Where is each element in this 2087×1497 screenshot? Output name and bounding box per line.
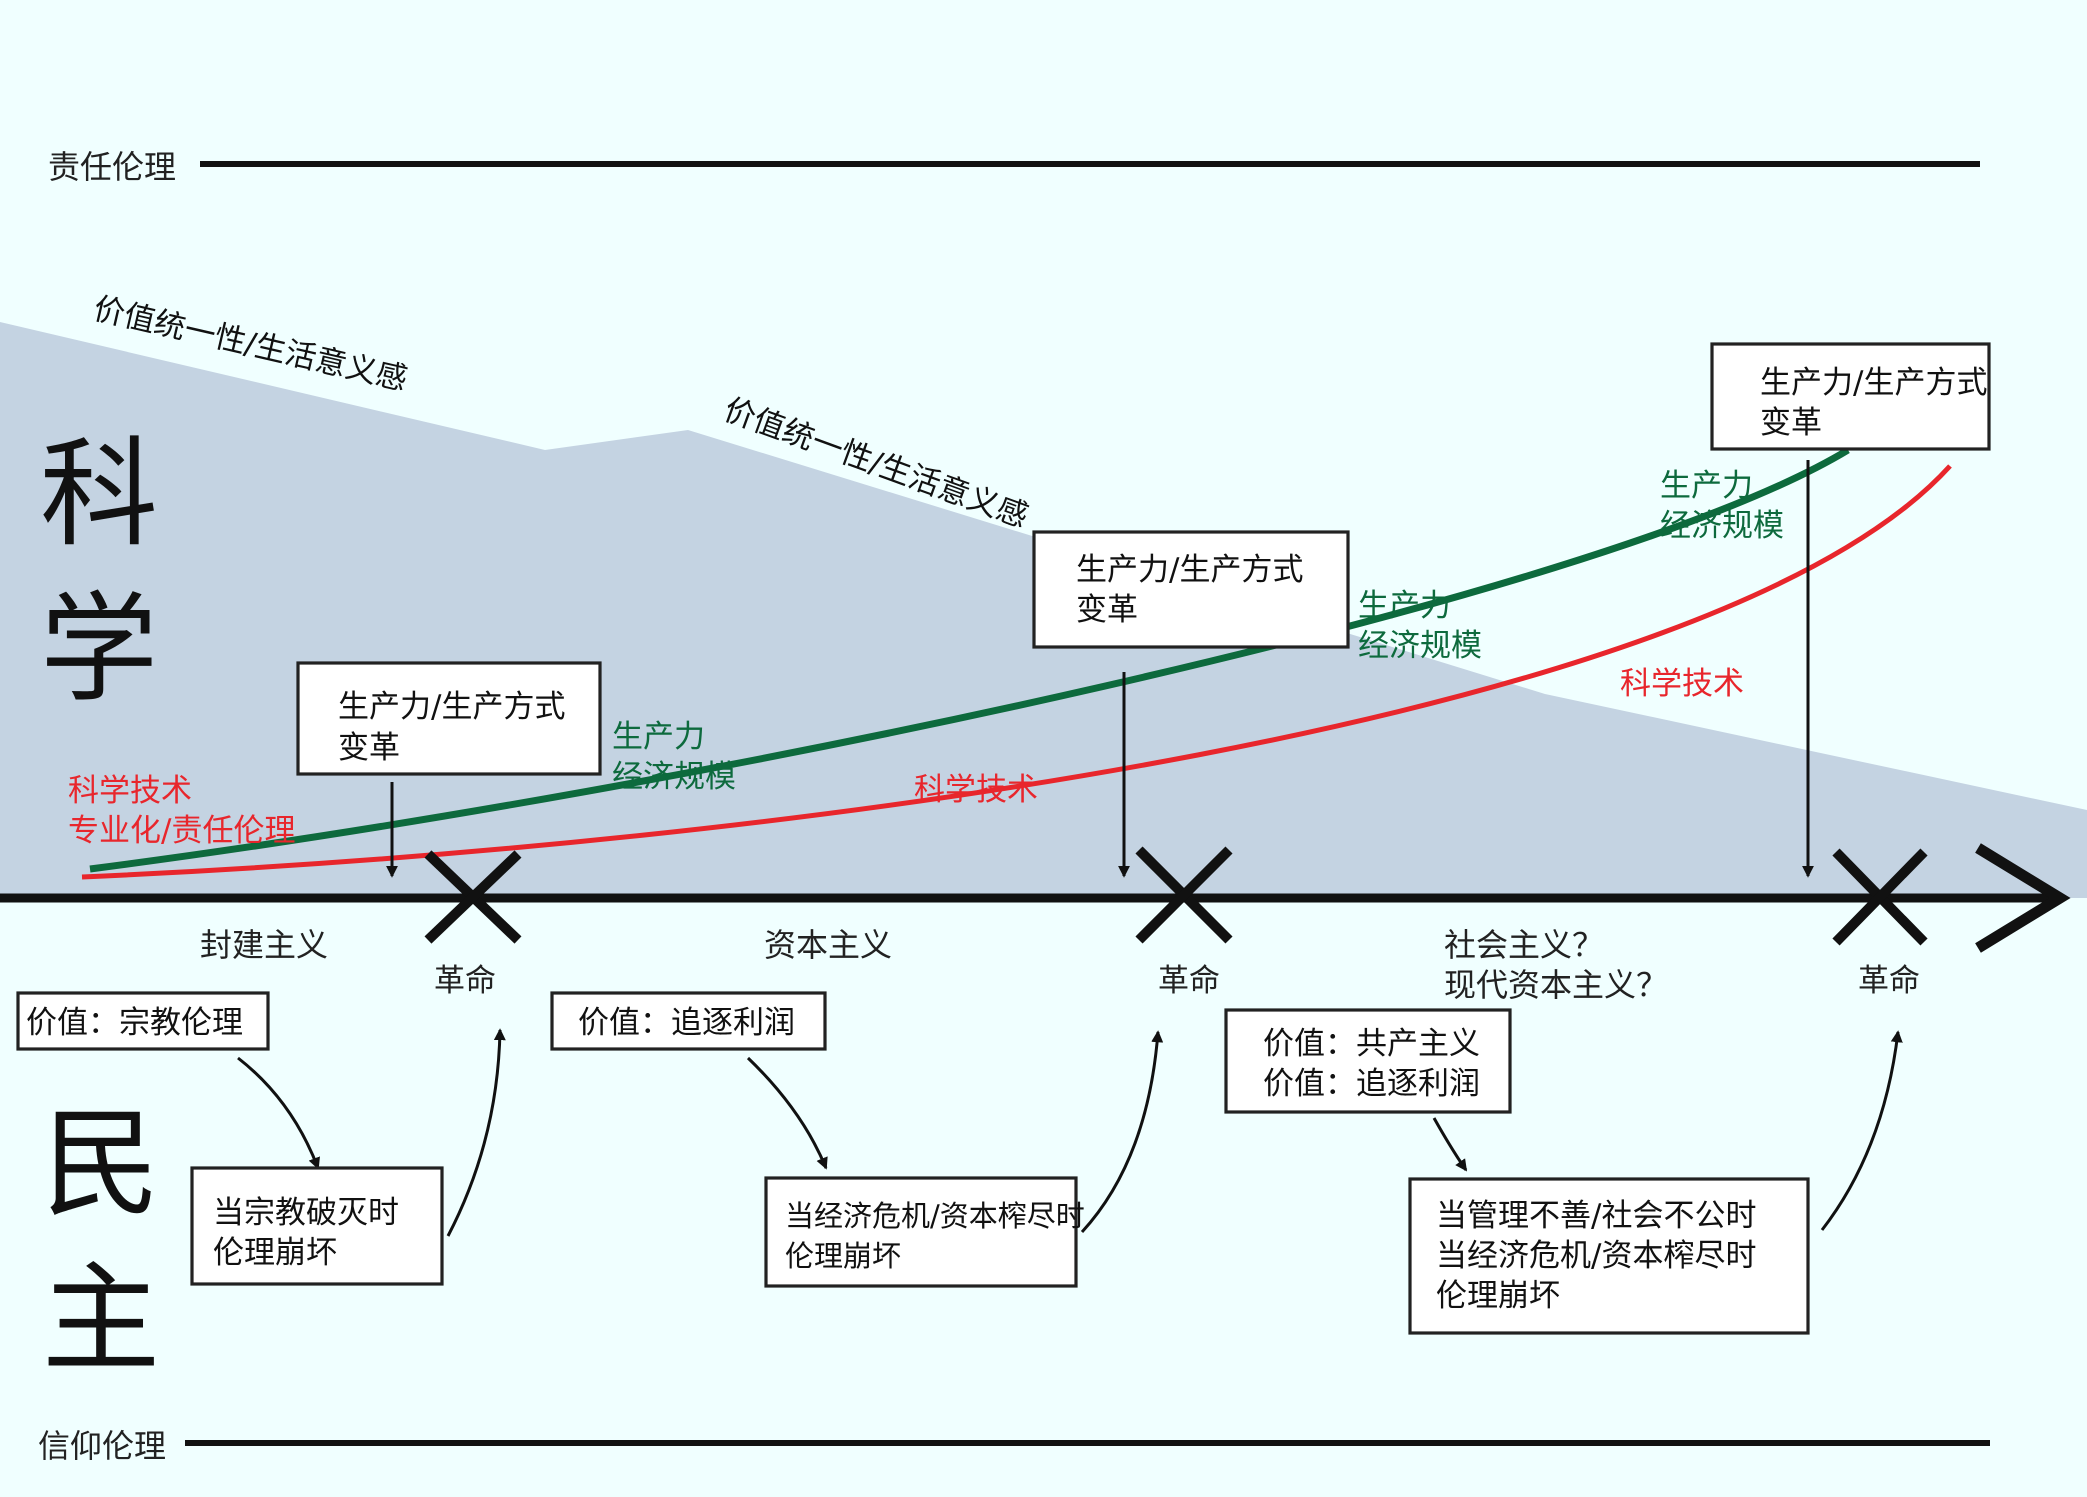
collapse-box-1: 当宗教破灭时 伦理崩坏 bbox=[190, 1166, 444, 1286]
collapse-box-2-line1: 当经济危机/资本榨尽时 bbox=[785, 1199, 1085, 1233]
collapse-arrow-2 bbox=[1080, 1030, 1164, 1234]
democracy-char-2: 主 bbox=[42, 1250, 160, 1388]
collapse-box-2: 当经济危机/资本榨尽时 伦理崩坏 bbox=[764, 1176, 1085, 1288]
collapse-arrow-1 bbox=[446, 1028, 506, 1237]
value-arrow-1 bbox=[237, 1056, 320, 1170]
red-label-2: 科学技术 bbox=[1620, 666, 1744, 702]
green-label-2b: 经济规模 bbox=[1358, 628, 1482, 664]
value-arrow-2 bbox=[746, 1056, 828, 1170]
conviction-ethics-label: 信仰伦理 bbox=[38, 1427, 166, 1465]
productivity-box-1: 生产力/生产方式 变革 bbox=[296, 661, 602, 776]
revolution-mark-3 bbox=[1832, 848, 1928, 946]
value-box-1-line1: 价值：宗教伦理 bbox=[26, 1005, 243, 1041]
collapse-box-3-line1: 当管理不善/社会不公时 bbox=[1436, 1198, 1756, 1234]
revolution-label-2: 革命 bbox=[1158, 963, 1220, 999]
collapse-box-3-line3: 伦理崩坏 bbox=[1436, 1278, 1560, 1314]
productivity-box-3-line2: 变革 bbox=[1760, 405, 1822, 441]
productivity-box-3-line1: 生产力/生产方式 bbox=[1760, 365, 1987, 401]
productivity-box-2: 生产力/生产方式 变革 bbox=[1032, 530, 1350, 649]
green-label-2a: 生产力 bbox=[1358, 588, 1451, 624]
science-char-2: 学 bbox=[40, 580, 158, 718]
value-box-2: 价值：追逐利润 bbox=[550, 991, 827, 1051]
productivity-box-3: 生产力/生产方式 变革 bbox=[1710, 342, 1991, 451]
revolution-mark-1 bbox=[424, 850, 522, 944]
collapse-box-3-line2: 当经济危机/资本榨尽时 bbox=[1436, 1238, 1756, 1274]
collapse-box-1-line2: 伦理崩坏 bbox=[213, 1235, 337, 1271]
collapse-box-1-line1: 当宗教破灭时 bbox=[213, 1195, 399, 1231]
value-box-1: 价值：宗教伦理 bbox=[16, 991, 270, 1051]
collapse-box-3: 当管理不善/社会不公时 当经济危机/资本榨尽时 伦理崩坏 bbox=[1408, 1177, 1810, 1335]
productivity-box-2-line2: 变革 bbox=[1076, 592, 1138, 628]
start-science-label: 科学技术 bbox=[68, 773, 192, 809]
green-label-3b: 经济规模 bbox=[1660, 508, 1784, 544]
history-axis-arrowhead bbox=[1975, 843, 2071, 953]
era-modern-capitalism: 现代资本主义？ bbox=[1444, 966, 1668, 1004]
science-char-1: 科 bbox=[40, 425, 158, 563]
productivity-box-1-line1: 生产力/生产方式 bbox=[338, 689, 565, 725]
revolution-mark-2 bbox=[1135, 846, 1233, 944]
value-arrow-3 bbox=[1432, 1117, 1468, 1172]
start-specialization-label: 专业化/责任伦理 bbox=[68, 813, 295, 849]
green-label-1a: 生产力 bbox=[612, 719, 705, 755]
collapse-box-2-line2: 伦理崩坏 bbox=[785, 1239, 901, 1273]
era-socialism: 社会主义？ bbox=[1444, 926, 1604, 964]
era-capitalism: 资本主义 bbox=[764, 926, 892, 964]
responsibility-ethics-label: 责任伦理 bbox=[48, 148, 176, 186]
era-feudalism: 封建主义 bbox=[200, 926, 328, 964]
collapse-arrow-3 bbox=[1820, 1030, 1903, 1231]
revolution-label-3: 革命 bbox=[1858, 963, 1920, 999]
science-tech-curve bbox=[81, 464, 1952, 880]
democracy-char-1: 民 bbox=[42, 1095, 160, 1233]
value-box-3-line2: 价值：追逐利润 bbox=[1263, 1066, 1480, 1102]
economy-curve bbox=[89, 447, 1850, 873]
value-box-2-line1: 价值：追逐利润 bbox=[578, 1005, 795, 1041]
value-box-3-line1: 价值：共产主义 bbox=[1263, 1026, 1480, 1062]
green-label-1b: 经济规模 bbox=[612, 759, 736, 795]
value-box-3: 价值：共产主义 价值：追逐利润 bbox=[1224, 1008, 1512, 1114]
revolution-label-1: 革命 bbox=[434, 963, 496, 999]
green-label-3a: 生产力 bbox=[1660, 468, 1753, 504]
productivity-box-2-line1: 生产力/生产方式 bbox=[1076, 552, 1303, 588]
productivity-box-1-line2: 变革 bbox=[338, 730, 400, 766]
red-label-1: 科学技术 bbox=[914, 772, 1038, 808]
